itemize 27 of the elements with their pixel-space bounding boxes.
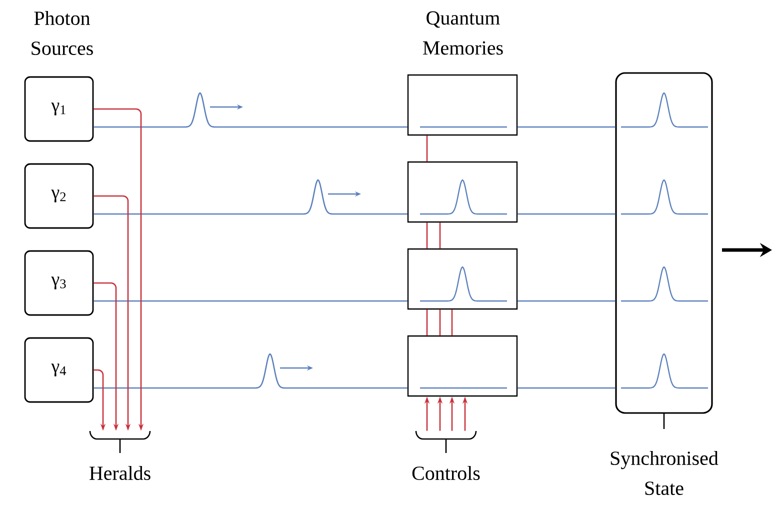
source-box: γ$_{3}$	[24, 250, 94, 316]
photon-line	[518, 213, 616, 215]
control-line	[439, 222, 441, 248]
control-line	[426, 136, 428, 162]
control-line	[426, 222, 428, 248]
photon-line	[518, 300, 616, 302]
memory-box	[407, 335, 518, 397]
control-line	[451, 310, 453, 336]
photon-line	[518, 387, 616, 389]
photon-line	[94, 179, 408, 215]
brace-label: Controls	[412, 466, 480, 480]
source-box: γ$_{4}$	[24, 337, 94, 403]
control-line	[439, 310, 441, 336]
source-box: γ$_{1}$	[24, 76, 94, 142]
heading: Photon Sources	[32, 10, 93, 56]
brace-label: Heralds	[90, 466, 150, 480]
memory-box	[407, 248, 518, 310]
photon-line	[94, 353, 408, 389]
control-line	[426, 310, 428, 336]
photon-line	[94, 92, 408, 128]
heading: Quantum Memories	[423, 11, 503, 55]
memory-box	[407, 161, 518, 223]
memory-box	[407, 74, 518, 136]
photon-line	[94, 300, 408, 302]
photon-line	[518, 126, 616, 128]
source-box: γ$_{2}$	[24, 163, 94, 229]
state-label: Synchronised State	[610, 450, 718, 496]
